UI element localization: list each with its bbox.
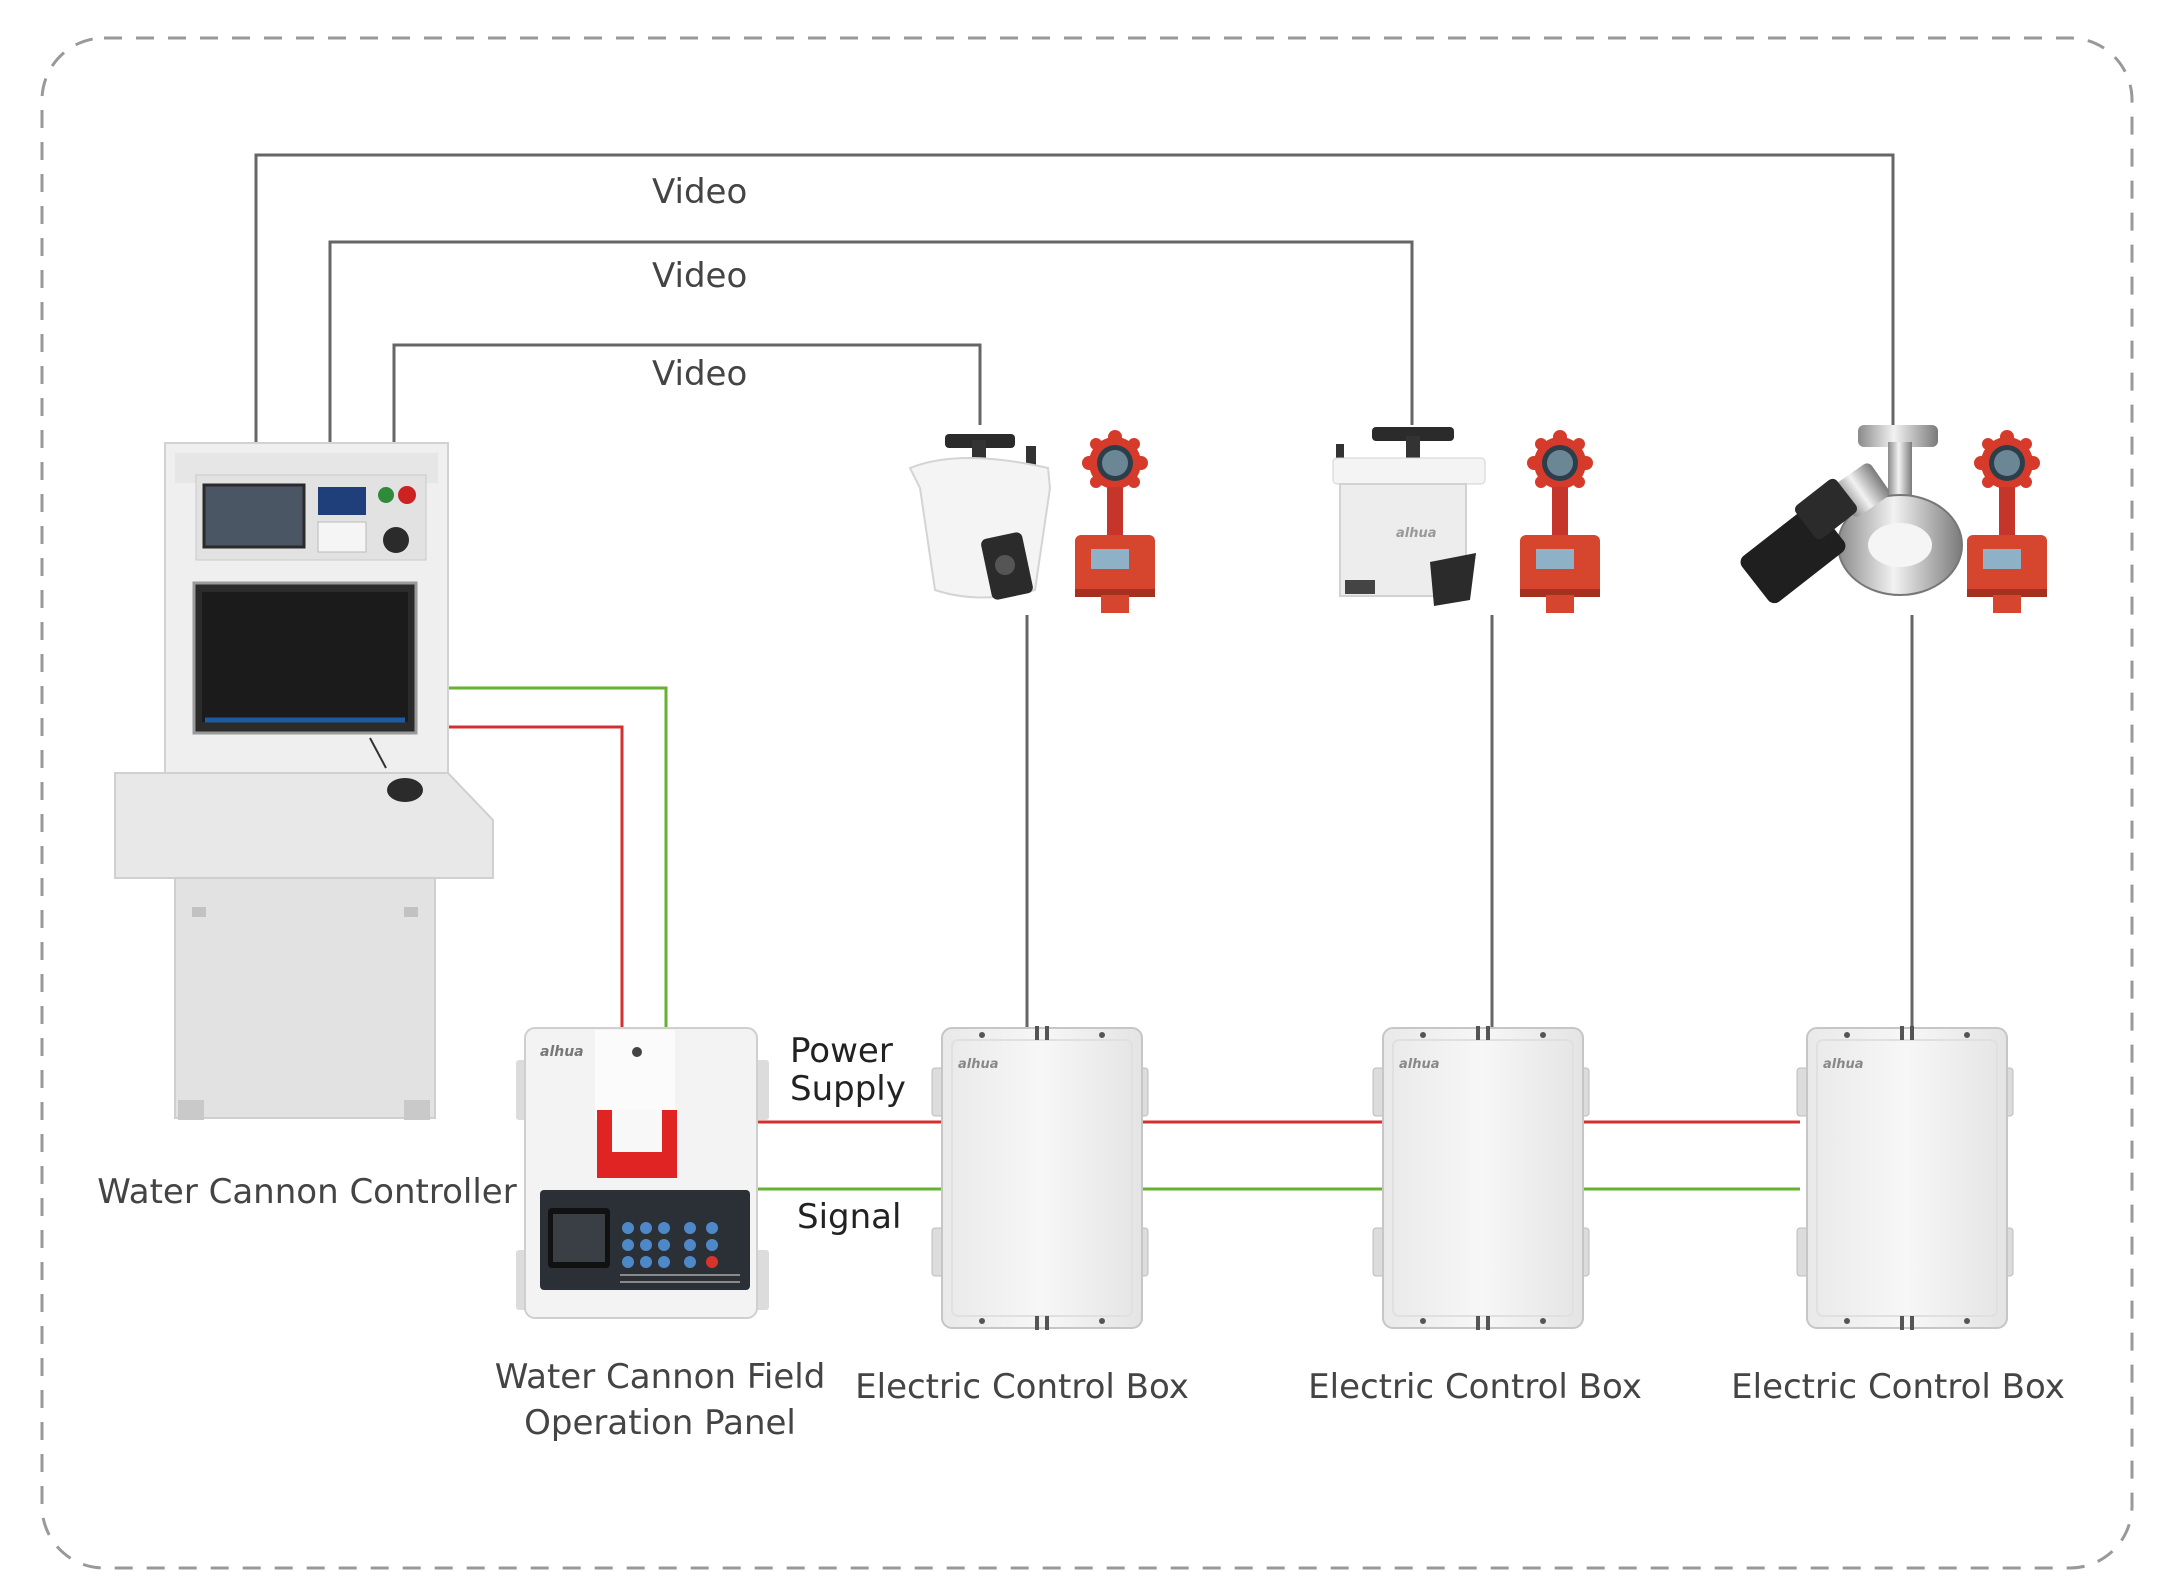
panel-label-line1: Water Cannon Field — [495, 1357, 826, 1397]
water-cannon-icon — [908, 434, 1052, 600]
video-line-2 — [328, 240, 1414, 443]
panel-label-line2: Operation Panel — [524, 1403, 796, 1443]
water-cannon-icon — [1740, 425, 1963, 604]
controller-signal-line — [449, 686, 668, 1030]
video-label-1: Video — [652, 172, 747, 212]
control-box-label-1: Electric Control Box — [855, 1367, 1189, 1407]
field-operation-panel-icon: alhua — [516, 1027, 769, 1319]
butterfly-valve-icon — [1075, 430, 1155, 613]
control-box-label-3: Electric Control Box — [1731, 1367, 2065, 1407]
video-line-3 — [254, 153, 1895, 443]
power-supply-label-line1: Power — [790, 1031, 893, 1071]
controller-label: Water Cannon Controller — [97, 1172, 516, 1212]
water-cannon-icon: alhua — [1332, 427, 1486, 606]
butterfly-valve-icon — [1967, 430, 2047, 613]
power-supply-label-line2: Supply — [790, 1069, 906, 1109]
brand-logo: alhua — [540, 1044, 584, 1060]
control-box-label-2: Electric Control Box — [1308, 1367, 1642, 1407]
control-console-icon — [114, 442, 494, 1120]
electric-control-box-icon — [1796, 1025, 2014, 1331]
brand-logo: alhua — [1396, 526, 1437, 541]
butterfly-valve-icon — [1520, 430, 1600, 613]
diagram-frame — [40, 36, 2134, 1570]
signal-label: Signal — [797, 1197, 901, 1237]
video-label-2: Video — [652, 256, 747, 296]
electric-control-box-icon — [1372, 1025, 1590, 1331]
controller-power-line — [449, 725, 624, 1030]
video-label-3: Video — [652, 354, 747, 394]
video-line-1 — [392, 343, 982, 443]
electric-control-box-icon — [931, 1025, 1149, 1331]
